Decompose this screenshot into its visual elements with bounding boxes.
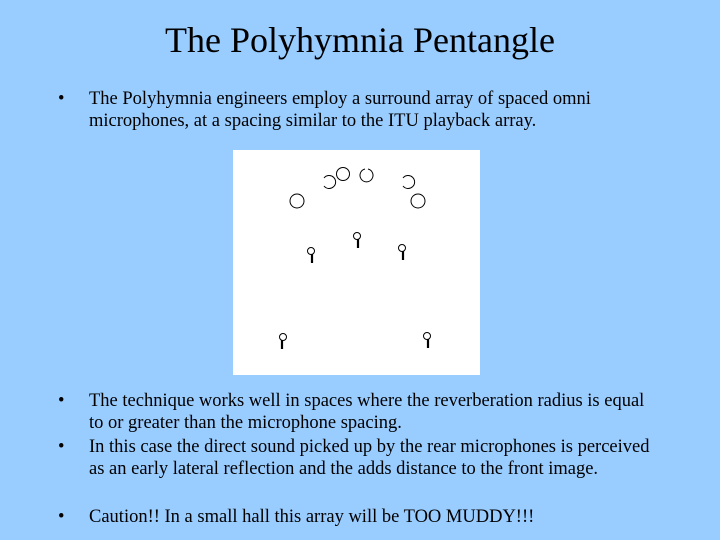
speaker-circle-icon [359,168,374,183]
array-diagram-svg [279,167,431,349]
bullet-item: • The Polyhymnia engineers employ a surr… [58,88,658,132]
bullet-item: • The technique works well in spaces whe… [58,390,658,434]
bullet-text: In this case the direct sound picked up … [89,437,650,479]
omni-microphone-icon [423,332,431,348]
bullet-text: Caution!! In a small hall this array wil… [89,507,535,527]
omni-microphone-icon [398,244,406,260]
speaker-circle-icon [410,193,426,209]
omni-microphone-icon [279,333,287,349]
speaker-circle-icon [402,175,416,189]
microphone-array-diagram [233,150,480,375]
bullet-dot: • [58,391,65,411]
bullet-text: The technique works well in spaces where… [89,391,645,433]
omni-microphone-icon [307,247,315,263]
speaker-circle-icon [323,175,337,189]
bullet-dot: • [58,89,65,109]
bullet-item: • In this case the direct sound picked u… [58,436,658,480]
bullet-text: The Polyhymnia engineers employ a surrou… [89,89,591,131]
speaker-circle-icon [289,193,305,209]
slide-title: The Polyhymnia Pentangle [165,20,555,60]
bullet-dot: • [58,437,65,457]
bullet-dot: • [58,507,65,527]
speaker-circle-icon [336,167,350,181]
omni-microphone-icon [353,232,361,248]
bullet-item: • Caution!! In a small hall this array w… [58,506,658,528]
